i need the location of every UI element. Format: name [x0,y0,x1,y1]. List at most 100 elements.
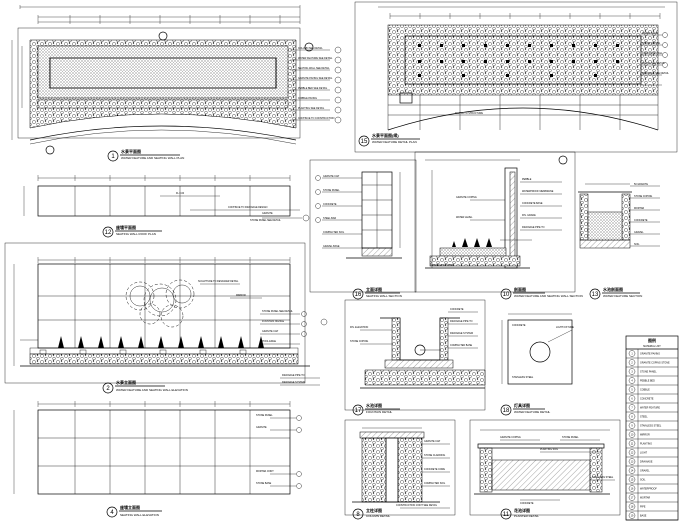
d2-note-7: DRAINAGE SYSTEM [282,381,305,384]
d16-subtitle: SEATING WALL SECTION [366,294,402,298]
legend-code-circle [628,350,636,357]
d15-title: 水景平面图(续) [371,132,399,138]
d12-note-3: STONE PANEL SEE DETAIL [250,219,281,222]
legend-code-circle [628,422,636,429]
drawing-8-detail: GRANITE CAP STONE CLADDING CONCRETE CORE… [344,419,456,520]
legend-code: 15 [631,478,634,481]
d10-note-5: FIN. GRADE [522,214,536,217]
d4-note-3: STONE BASE [256,482,272,485]
d2-note-2: STONE PANEL SEE DETAIL [262,310,293,313]
legend-code: 1 [631,352,633,355]
d11-number: 11 [503,512,510,518]
d17-note-0: FIN. ELEVATION [350,326,369,329]
legend-code-circle [628,395,636,402]
d11-title: 花池详图 [514,507,530,513]
d10-note-4: CONCRETE BASE [522,202,543,205]
d10-note-3: WATERPROOF MEMBRANE [522,190,554,193]
d1-note-1: WATER FEATURE SEE DETAIL [298,57,333,60]
legend-code-circle [628,386,636,393]
legend-code-circle [628,503,636,510]
d18-title: 灯具详图 [514,402,530,408]
legend-row: 4 PEBBLE BED [626,377,678,386]
drawing-12-roof-plan: FL 0.00 CONTINUE TO DRAINAGE DESIGN GRAN… [23,175,310,238]
d8-note-4: CONSTRUCTION JOINT SEE DETAIL [396,504,438,507]
legend-label: BASE [640,514,647,517]
d8-title: 立柱详图 [366,507,382,513]
d11-note-3: CONCRETE [520,502,534,505]
drawing-16-section: GRANITE CAP STONE PANEL CONCRETE STEEL B… [309,159,417,300]
d13-number: 13 [592,292,599,298]
d16-number: 16 [355,292,362,298]
d18-note-0: LIGHT FIXTURE [556,326,574,329]
d13-title: 水池剖面图 [602,286,623,292]
d13-note-4: GRAVEL [634,231,644,234]
legend-label: MORTAR [640,496,650,499]
legend-code-circle [628,467,636,474]
legend-code-circle [628,377,636,384]
legend-code: 16 [631,487,634,490]
legend-code: 10 [631,433,634,436]
d10-note-2: PEBBLE [522,178,532,181]
d1-note-0: COLUMN SEE DETAIL [298,47,323,50]
d10-subtitle: WATER FEATURE AND SEATING WALL SECTION [514,294,583,298]
d17-note-1: STONE COPING [350,340,368,343]
d1-note-4: PEBBLE BED SEE DETAIL [298,87,328,90]
legend-code: 3 [631,370,633,373]
d17-title: 水池详图 [365,402,382,408]
d1-note-5: COBBLE PAVING [298,97,317,100]
legend-code: 19 [631,514,634,517]
d11-note-0: GRANITE COPING [500,436,521,439]
d10-number: 10 [503,292,510,298]
drawing-13-section: 50 GRANITE STONE COPING MORTAR CONCRETE … [578,183,660,300]
d2-note-5: POOL EDGE [262,340,276,343]
legend-code: 2 [631,361,633,364]
d11-note-1: STONE PANEL [562,436,579,439]
drawing-2-elevation: SCULPTURE TO DESIGNER DETAIL MIRROR STON… [4,242,328,394]
d2-title: 水景立面图 [115,379,136,385]
d13-note-3: CONCRETE [634,219,648,222]
d2-note-4: GRANITE CAP [262,330,279,333]
legend-code: 5 [631,388,633,391]
legend-label: LIGHT [640,451,648,454]
d2-note-0: SCULPTURE TO DESIGNER DETAIL [198,280,239,283]
d8-note-1: STONE CLADDING [424,454,445,457]
d12-note-2: GRANITE [262,212,273,215]
d8-note-2: CONCRETE CORE [424,468,445,471]
d8-note-0: GRANITE CAP [424,440,441,443]
d10-note-7: DRAINAGE SYSTEM [430,264,453,267]
legend-label: STEEL [640,415,648,418]
drawing-4-elevation: STONE PANEL GRANITE MORTAR JOINT STONE B… [13,401,302,518]
legend-code-circle [628,458,636,465]
legend-code-circle [628,404,636,411]
drawing-18-detail: LIGHT FIXTURE STAINLESS STEEL CONCRETE 1… [500,313,574,416]
d15-note-2: CONCRETE WALL [642,52,663,55]
drawing-11-detail: GRANITE COPING STONE PANEL PLANTING SOIL… [469,419,621,520]
legend-code: 4 [631,379,633,382]
d15-note-0: WATER BASIN [642,32,658,35]
legend-label: GRAVEL [640,469,650,472]
d16-note-4: COMPACTED SOIL [323,231,345,234]
d1-subtitle: WATER FEATURE AND SEATING WALL PLAN [121,156,184,160]
legend-code: 13 [631,460,634,463]
legend-label: PEBBLE BED [640,379,655,382]
d2-number: 2 [106,386,110,392]
d1-note-2: SEATING WALL SEE DETAIL [298,67,330,70]
d4-subtitle: SEATING WALL ELEVATION [120,513,159,517]
d17-number: 17 [355,408,362,414]
d1-note-6: PLANTING SEE DETAIL [298,107,325,110]
d12-number: 12 [105,230,112,236]
legend-code-circle [628,413,636,420]
d13-note-2: MORTAR [634,207,644,210]
legend-label: DRAINAGE [640,460,653,463]
legend-code-circle [628,440,636,447]
